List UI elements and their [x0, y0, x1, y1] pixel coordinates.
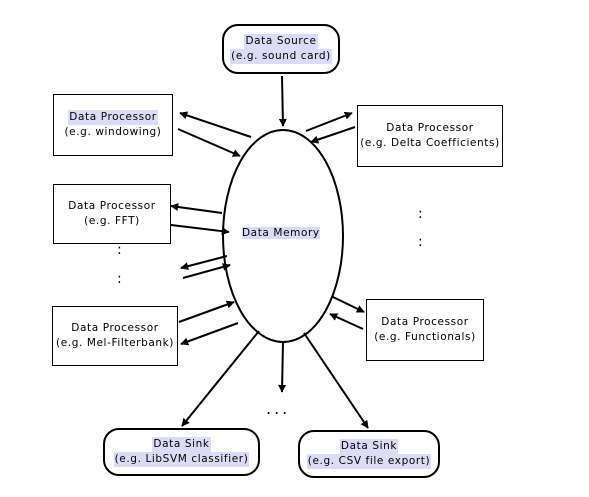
arrow-memory-to-ellipsis: [180, 255, 228, 271]
processor-windowing-title: Data Processor: [68, 110, 158, 125]
processor-delta-title: Data Processor: [386, 122, 474, 134]
left-ellipsis-lower: :: [117, 271, 125, 287]
processor-fft-node[interactable]: Data Processor (e.g. FFT): [53, 184, 171, 244]
processor-delta-node[interactable]: Data Processor (e.g. Delta Coefficients): [357, 105, 503, 167]
data-sink-libsvm-title: Data Sink: [152, 437, 211, 452]
right-ellipsis-lower: :: [418, 234, 426, 250]
processor-functionals-node[interactable]: Data Processor (e.g. Functionals): [366, 299, 484, 361]
data-sink-libsvm-subtitle: (e.g. LibSVM classifier): [113, 452, 250, 467]
arrow-memory-to-csv: [303, 332, 369, 429]
processor-functionals-subtitle: (e.g. Functionals): [374, 331, 476, 343]
arrow-functionals-to-memory: [329, 313, 364, 330]
arrow-memory-to-libsvm: [181, 330, 260, 427]
arrow-melfilterbank-to-memory: [178, 300, 235, 323]
processor-functionals-title: Data Processor: [381, 316, 469, 328]
left-ellipsis-upper: :: [117, 242, 125, 258]
data-sink-csv-subtitle: (e.g. CSV file export): [306, 454, 432, 469]
arrow-windowing-to-memory: [177, 128, 241, 157]
arrow-source-to-memory: [278, 75, 287, 127]
arrow-memory-to-melfilterbank: [180, 322, 239, 346]
arrow-memory-to-middle: [278, 341, 287, 393]
processor-melfilterbank-node[interactable]: Data Processor (e.g. Mel-Filterbank): [52, 306, 178, 366]
arrow-ellipsis-to-memory: [182, 263, 231, 279]
processor-fft-subtitle: (e.g. FFT): [84, 215, 140, 227]
processor-fft-title: Data Processor: [68, 200, 156, 212]
data-source-subtitle: (e.g. sound card): [230, 49, 332, 64]
arrow-fft-to-memory: [170, 224, 230, 236]
arrow-memory-to-delta: [305, 111, 353, 132]
processor-windowing-node[interactable]: Data Processor (e.g. windowing): [53, 94, 173, 156]
data-memory-label: Data Memory: [242, 227, 320, 239]
right-ellipsis-upper: :: [418, 206, 426, 222]
arrow-delta-to-memory: [310, 126, 356, 144]
data-sink-csv-title: Data Sink: [339, 439, 399, 454]
arrow-memory-to-functionals: [332, 296, 365, 313]
processor-delta-subtitle: (e.g. Delta Coefficients): [360, 137, 500, 149]
data-source-title: Data Source: [244, 34, 318, 49]
processor-windowing-subtitle: (e.g. windowing): [64, 126, 162, 138]
data-source-node[interactable]: Data Source (e.g. sound card): [222, 24, 340, 74]
data-sink-libsvm-node[interactable]: Data Sink (e.g. LibSVM classifier): [103, 428, 260, 476]
bottom-ellipsis: ...: [266, 399, 291, 418]
arrow-memory-to-fft: [170, 203, 223, 214]
data-sink-csv-node[interactable]: Data Sink (e.g. CSV file export): [298, 430, 440, 478]
processor-melfilterbank-subtitle: (e.g. Mel-Filterbank): [56, 337, 174, 349]
arrow-memory-to-windowing: [179, 111, 252, 138]
processor-melfilterbank-title: Data Processor: [71, 322, 159, 334]
